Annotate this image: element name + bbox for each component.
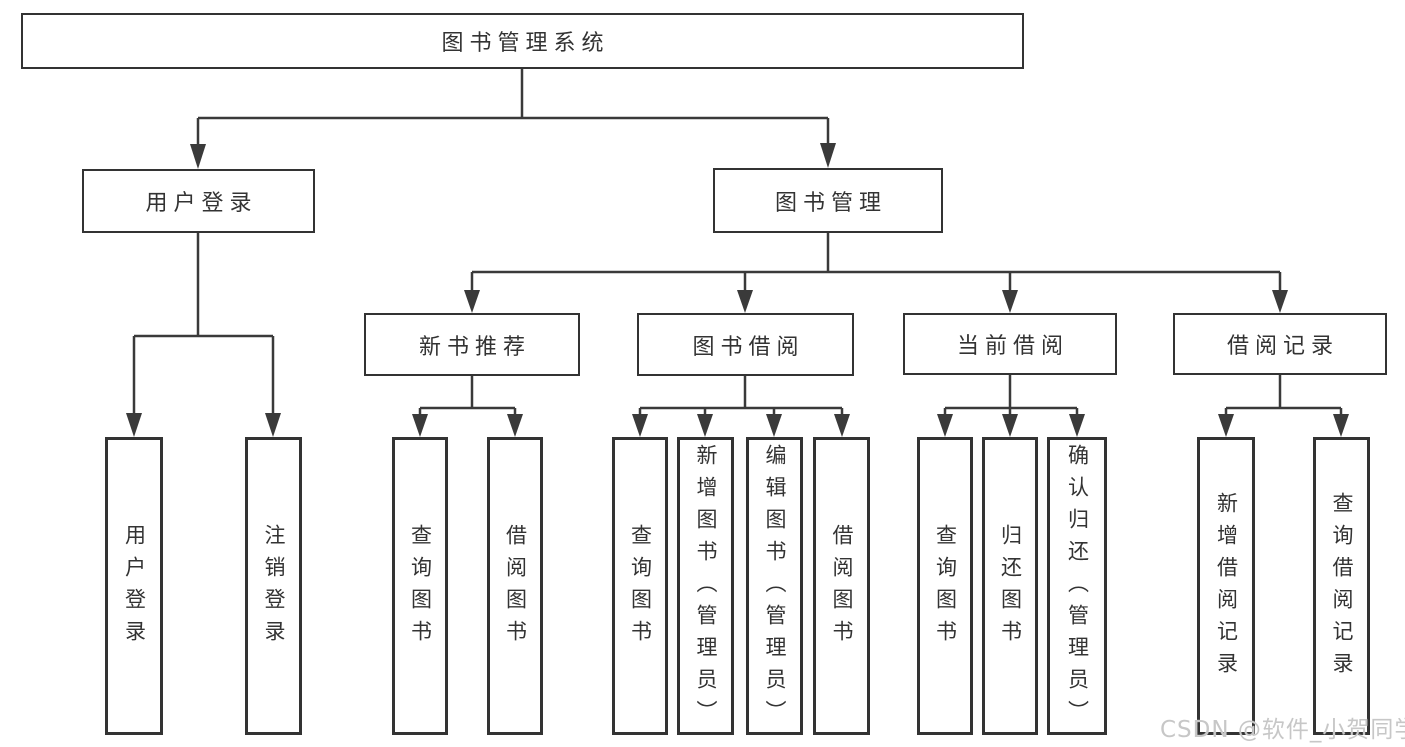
node-leaf-query-borrow-record: 查询借阅记录	[1313, 437, 1370, 735]
node-new-book-recommend: 新书推荐	[364, 313, 580, 376]
node-user-login: 用户登录	[82, 169, 315, 233]
node-book-management: 图书管理	[713, 168, 943, 233]
node-book-borrowing: 图书借阅	[637, 313, 854, 376]
node-leaf-add-books-admin: 新增图书（管理员）	[677, 437, 734, 735]
node-leaf-query-books-current: 查询图书	[917, 437, 973, 735]
csdn-watermark: CSDN @软件_小贺同学	[1160, 717, 1405, 743]
node-leaf-query-books-recommend: 查询图书	[392, 437, 448, 735]
node-leaf-logout: 注销登录	[245, 437, 302, 735]
node-leaf-edit-books-admin: 编辑图书（管理员）	[746, 437, 803, 735]
node-current-borrowing: 当前借阅	[903, 313, 1117, 375]
node-leaf-borrow-books: 借阅图书	[813, 437, 870, 735]
node-borrowing-records: 借阅记录	[1173, 313, 1387, 375]
node-leaf-borrow-books-recommend: 借阅图书	[487, 437, 543, 735]
node-leaf-query-books-borrow: 查询图书	[612, 437, 668, 735]
node-leaf-user-login: 用户登录	[105, 437, 163, 735]
node-leaf-return-books: 归还图书	[982, 437, 1038, 735]
node-leaf-confirm-return-admin: 确认归还（管理员）	[1047, 437, 1107, 735]
node-leaf-add-borrow-record: 新增借阅记录	[1197, 437, 1255, 735]
node-library-management-system: 图书管理系统	[21, 13, 1024, 69]
